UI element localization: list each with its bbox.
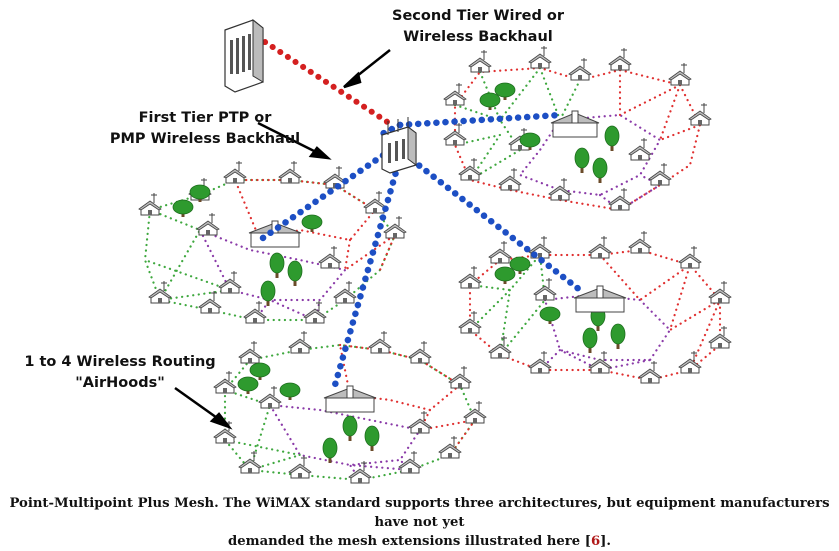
first-tier-label-line2: PMP Wireless Backhaul bbox=[109, 131, 301, 147]
airhood-cluster-left bbox=[138, 160, 407, 324]
second-tier-label-line2: Wireless Backhaul bbox=[403, 29, 553, 45]
callout-arrows bbox=[174, 49, 391, 430]
reference-link[interactable]: 6 bbox=[590, 534, 601, 549]
first-tier-label-line1: First Tier PTP or bbox=[138, 110, 272, 126]
second-tier-label: Second Tier Wired or Wireless Backhaul bbox=[378, 6, 578, 48]
first-tier-label: First Tier PTP or PMP Wireless Backhaul bbox=[105, 108, 305, 150]
airhoods-label: 1 to 4 Wireless Routing "AirHoods" bbox=[20, 352, 220, 394]
second-tier-label-line1: Second Tier Wired or bbox=[392, 8, 564, 24]
figure-caption: Point-Multipoint Plus Mesh. The WiMAX st… bbox=[0, 494, 839, 551]
first-tier-base-station bbox=[381, 117, 417, 174]
caption-line-1: Point-Multipoint Plus Mesh. The WiMAX st… bbox=[9, 496, 830, 530]
airhood-cluster-top-right bbox=[443, 45, 712, 212]
airhoods-label-line1: 1 to 4 Wireless Routing bbox=[24, 354, 216, 370]
airhood-cluster-bottom-left bbox=[213, 330, 487, 484]
second-tier-building bbox=[224, 18, 264, 93]
mesh-network-diagram bbox=[138, 18, 732, 484]
first-tier-backhaul-links bbox=[256, 111, 584, 389]
airhoods-label-line2: "AirHoods" bbox=[75, 375, 165, 391]
caption-line-2: demanded the mesh extensions illustrated… bbox=[0, 532, 839, 551]
second-tier-backhaul-link bbox=[262, 39, 395, 128]
caption-line-2-end: ]. bbox=[600, 534, 611, 549]
airhood-cluster-bottom-right bbox=[458, 230, 732, 384]
caption-line-2-text: demanded the mesh extensions illustrated… bbox=[228, 534, 591, 549]
